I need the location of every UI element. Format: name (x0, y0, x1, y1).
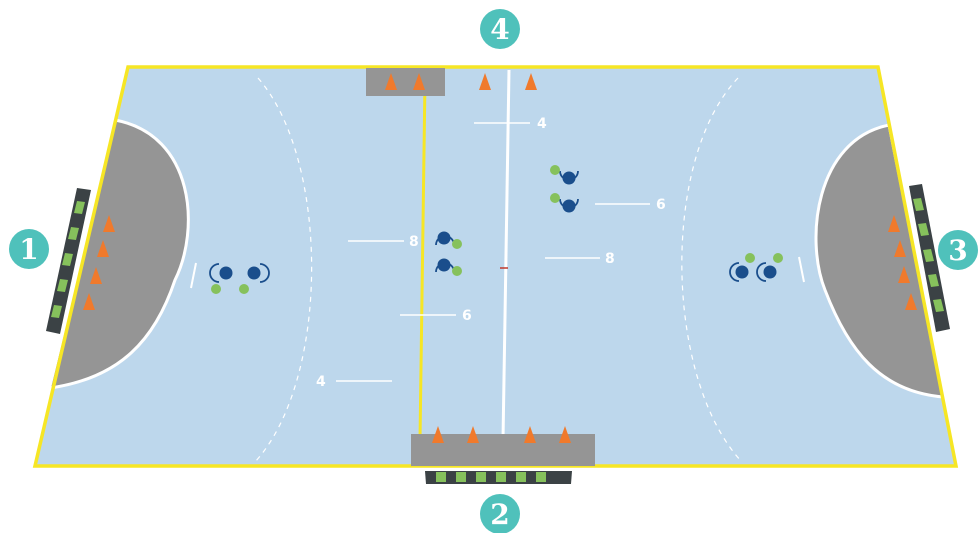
cone (524, 426, 536, 443)
station-badge-1: 1 (9, 229, 49, 269)
goal-left (46, 188, 91, 334)
svg-text:2: 2 (490, 498, 509, 531)
player-with-ball (756, 253, 783, 282)
station-badge-2: 2 (480, 494, 520, 533)
free-throw-line-right (681, 77, 743, 463)
distance-label: 8 (605, 251, 615, 267)
goal-area-left (48, 118, 190, 390)
cone (559, 426, 571, 443)
cone (525, 73, 537, 90)
bench-top (366, 68, 445, 96)
svg-text:4: 4 (490, 13, 509, 46)
cone (385, 73, 397, 90)
distance-label: 4 (316, 374, 326, 390)
player-with-ball (435, 231, 462, 249)
cone (83, 293, 95, 310)
cones (83, 73, 917, 443)
throw-mark-right (798, 256, 805, 283)
player-with-ball (729, 253, 755, 282)
cone (432, 426, 444, 443)
station-badge-4: 4 (480, 9, 520, 49)
players (209, 165, 783, 294)
center-line-white (501, 69, 511, 441)
distance-label: 6 (462, 308, 472, 324)
player-with-ball (239, 263, 270, 294)
distance-markers: 4 8 6 4 6 8 (316, 116, 666, 390)
player-with-ball (209, 263, 233, 294)
cone (898, 266, 910, 283)
court-floor (35, 67, 956, 466)
goal-bottom (425, 471, 572, 484)
goal-area-right (814, 123, 946, 399)
cone (97, 240, 109, 257)
svg-text:1: 1 (19, 233, 38, 266)
player-with-ball (550, 165, 579, 185)
throw-mark-left (190, 262, 197, 289)
goal-right (909, 184, 950, 332)
distance-label: 6 (656, 197, 666, 213)
station-badge-3: 3 (938, 230, 978, 270)
free-throw-line-left (254, 77, 313, 463)
player-with-ball (550, 193, 579, 213)
center-line-yellow (418, 79, 427, 441)
cone (413, 73, 425, 90)
cone (479, 73, 491, 90)
court-boundary (32, 65, 959, 468)
cone (905, 293, 917, 310)
cone (888, 215, 900, 232)
svg-text:3: 3 (948, 234, 967, 267)
player-with-ball (435, 258, 462, 276)
cone (103, 215, 115, 232)
cone (467, 426, 479, 443)
cone (90, 267, 102, 284)
distance-label: 4 (537, 116, 547, 132)
distance-label: 8 (409, 234, 419, 250)
cone (894, 240, 906, 257)
